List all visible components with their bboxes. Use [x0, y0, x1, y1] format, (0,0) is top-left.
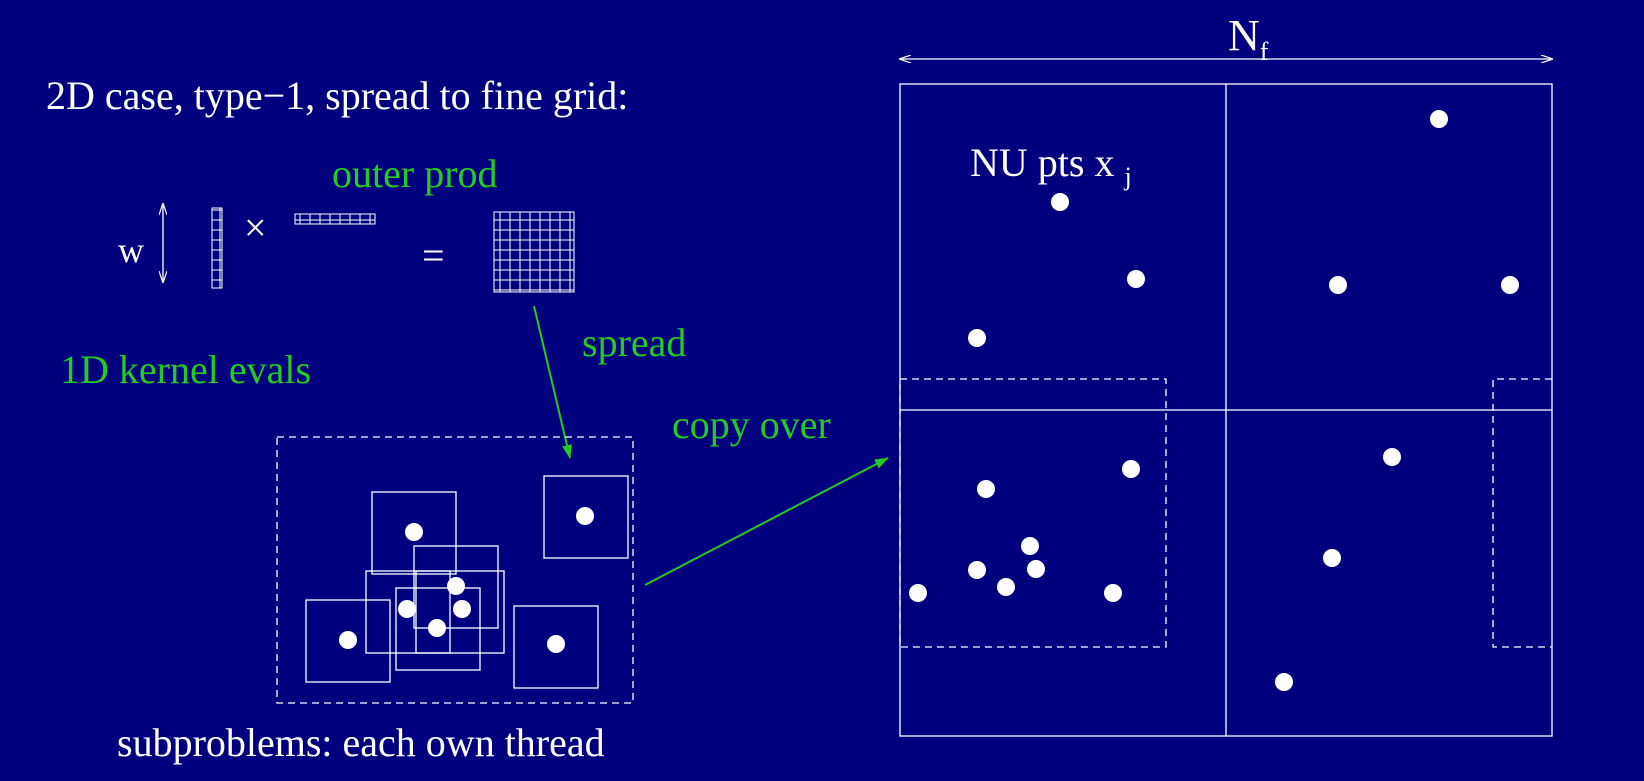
- copy-over-arrow: [644, 457, 889, 586]
- nu-point: [1122, 460, 1140, 478]
- nf-subscript: f: [1259, 36, 1269, 66]
- nu-point: [1104, 584, 1122, 602]
- subproblem-box: [543, 475, 629, 559]
- subproblem-points: [339, 507, 594, 653]
- subproblem-box: [415, 570, 505, 654]
- w-label: w: [118, 230, 144, 270]
- slide-title: 2D case, type−1, spread to fine grid:: [46, 73, 629, 118]
- nu-point: [447, 577, 465, 595]
- nu-point: [428, 619, 446, 637]
- nu-point: [398, 600, 416, 618]
- subproblem-boxes: [305, 475, 629, 689]
- nf-main: N: [1228, 11, 1260, 60]
- nu-points-label: NU pts x j: [970, 143, 1132, 190]
- subproblem-box: [513, 605, 599, 689]
- nf-label: Nf: [1228, 14, 1268, 65]
- nu-point: [1051, 193, 1069, 211]
- equals-symbol: =: [422, 233, 445, 278]
- nu-point: [339, 631, 357, 649]
- nu-point: [1383, 448, 1401, 466]
- nu-main: NU pts x: [970, 140, 1115, 185]
- nu-point: [1430, 110, 1448, 128]
- nu-subscript: j: [1124, 162, 1132, 191]
- subproblem-box: [395, 587, 481, 671]
- nu-point: [977, 480, 995, 498]
- outer-prod-label: outer prod: [332, 151, 498, 196]
- subproblems-region: [276, 436, 634, 704]
- kernel-column-vector: [211, 207, 223, 289]
- spread-label: spread: [582, 320, 687, 365]
- copy-over-label: copy over: [672, 402, 831, 447]
- nu-point: [968, 329, 986, 347]
- nu-point: [405, 523, 423, 541]
- padded-subproblem-wrap: [1492, 378, 1552, 648]
- times-symbol: ×: [244, 205, 267, 250]
- nu-point: [1329, 276, 1347, 294]
- subproblem-box: [305, 599, 391, 683]
- nu-point: [1501, 276, 1519, 294]
- fine-grid-points: [909, 110, 1519, 691]
- nu-point: [1027, 560, 1045, 578]
- nu-point: [909, 584, 927, 602]
- kernel-row-vector: [294, 213, 376, 225]
- nu-point: [1323, 549, 1341, 567]
- padded-subproblem-left: [899, 378, 1167, 648]
- outer-product-grid: [493, 211, 575, 293]
- spread-arrow: [533, 305, 572, 459]
- nu-point: [1275, 673, 1293, 691]
- subproblem-box: [365, 570, 451, 654]
- nu-point: [453, 600, 471, 618]
- subproblems-label: subproblems: each own thread: [117, 720, 605, 765]
- kernel-evals-label: 1D kernel evals: [60, 347, 312, 392]
- nu-point: [997, 578, 1015, 596]
- fine-grid-dashed-regions: [899, 378, 1552, 648]
- nu-point: [547, 635, 565, 653]
- nu-point: [1127, 270, 1145, 288]
- nu-point: [968, 561, 986, 579]
- nu-point: [1021, 537, 1039, 555]
- subproblem-box: [413, 545, 499, 629]
- nu-point: [576, 507, 594, 525]
